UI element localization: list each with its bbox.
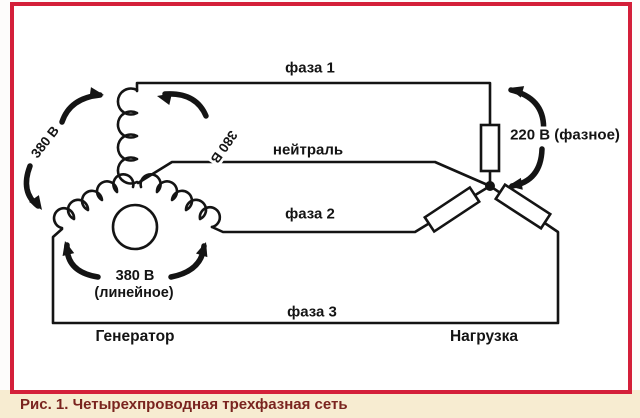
arrowhead-380-topright <box>157 93 172 105</box>
neutral-wire <box>136 160 492 188</box>
junction-dot <box>485 181 495 191</box>
figure-caption: Рис. 1. Четырехпроводная трехфазная сеть <box>20 396 348 413</box>
arrow-380-topleft <box>59 92 103 125</box>
arrowhead-line380-right <box>195 242 208 258</box>
arrow-220-lower <box>509 146 545 189</box>
diagram-frame <box>10 2 632 394</box>
voltage-380-line-label: 380 В <box>115 268 155 284</box>
winding-left <box>52 173 135 230</box>
winding-top <box>116 87 139 185</box>
load-label: Нагрузка <box>449 328 519 345</box>
load-resistor-phase1 <box>479 123 501 173</box>
voltage-220-label: 220 В (фазное) <box>507 126 623 144</box>
arrowhead-380-left-lower <box>29 195 42 210</box>
phase2-label: фаза 2 <box>285 205 335 223</box>
generator-circle <box>111 203 159 251</box>
arrowhead-220-lower <box>508 177 523 190</box>
phase3-wire <box>51 184 560 325</box>
arrowhead-line380-left <box>62 241 75 257</box>
generator-label: Генератор <box>95 328 175 345</box>
neutral-label: нейтраль <box>272 141 344 159</box>
load-resistor-phase2 <box>422 185 482 234</box>
arrowhead-220-upper <box>509 86 525 98</box>
winding-right <box>139 173 222 229</box>
voltage-380-line-sub-label: (линейное) <box>94 285 174 301</box>
caption-strip <box>0 390 640 418</box>
arrowhead-380-topleft <box>89 87 104 99</box>
load-resistor-phase3 <box>493 182 553 231</box>
phase1-label: фаза 1 <box>285 59 335 77</box>
phase3-label: фаза 3 <box>287 303 337 321</box>
arrow-380-topright <box>162 91 209 119</box>
